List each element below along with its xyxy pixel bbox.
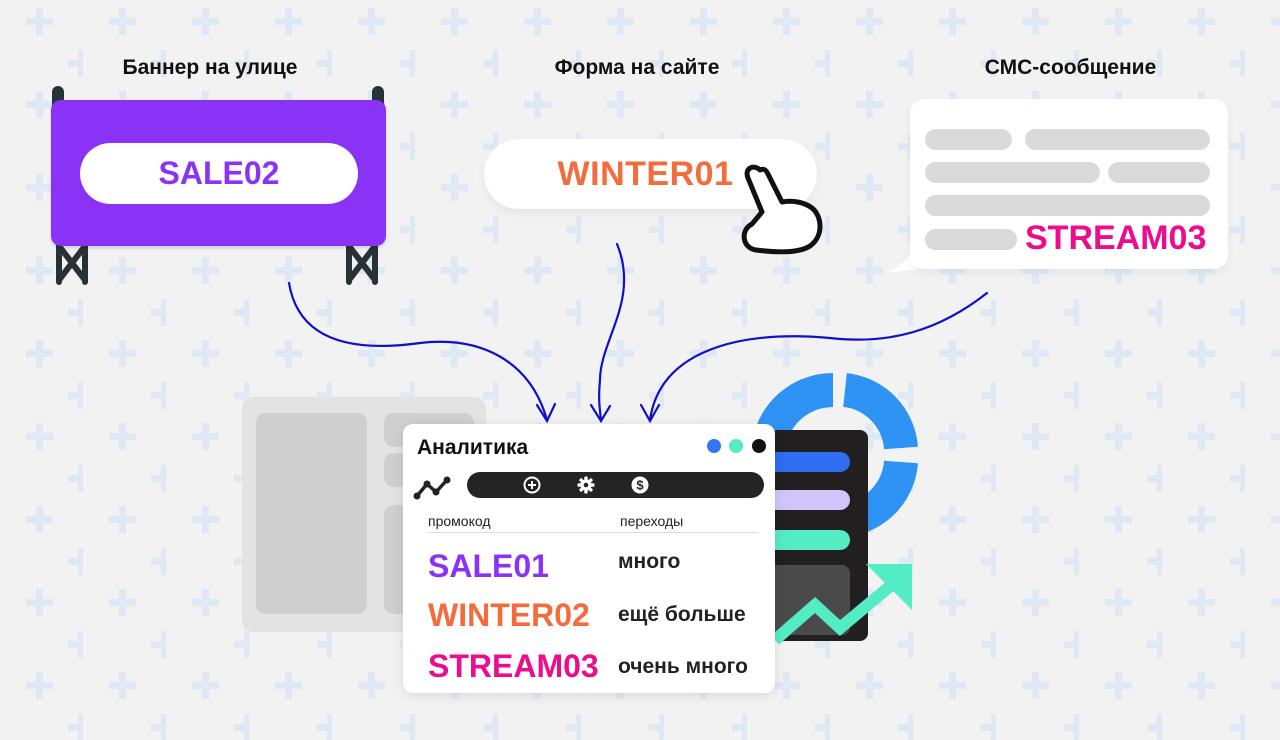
window-dot-black[interactable] bbox=[752, 439, 766, 453]
sms-text-placeholder bbox=[925, 195, 1210, 216]
analytics-window: Аналитика $ промокод переходы bbox=[403, 424, 775, 693]
bar-blue bbox=[770, 452, 850, 472]
column-header-clicks: переходы bbox=[620, 513, 684, 529]
plus-circle-icon[interactable] bbox=[522, 475, 542, 495]
window-dot-blue[interactable] bbox=[707, 439, 721, 453]
banner-board: SALE02 bbox=[51, 100, 386, 246]
caption-sms: СМС-сообщение bbox=[984, 56, 1157, 79]
analytics-toolbar: $ bbox=[467, 472, 764, 498]
gear-icon[interactable] bbox=[576, 475, 596, 495]
sms-text-placeholder bbox=[925, 229, 1017, 250]
row-clicks-value: ещё больше bbox=[618, 603, 746, 626]
sms-text-placeholder bbox=[1108, 162, 1210, 183]
bar-lavender bbox=[770, 490, 850, 510]
analytics-title: Аналитика bbox=[417, 436, 529, 459]
column-header-promo-code: промокод bbox=[428, 513, 491, 529]
sms-bubble: STREAM03 bbox=[910, 99, 1228, 269]
trend-up-arrow-icon bbox=[771, 564, 912, 645]
placeholder-block bbox=[256, 413, 367, 614]
sms-text-placeholder bbox=[1025, 129, 1210, 150]
svg-text:$: $ bbox=[636, 478, 644, 493]
banner-promo-code: SALE02 bbox=[80, 143, 358, 204]
dollar-icon[interactable]: $ bbox=[630, 475, 650, 495]
sms-text-placeholder bbox=[925, 129, 1012, 150]
pointing-hand-icon bbox=[741, 164, 823, 255]
row-promo-code: WINTER02 bbox=[428, 597, 590, 633]
row-promo-code: STREAM03 bbox=[428, 648, 599, 684]
row-clicks-value: много bbox=[618, 550, 681, 573]
header-divider bbox=[428, 532, 758, 533]
web-form-promo-code: WINTER01 bbox=[557, 154, 734, 193]
row-promo-code: SALE01 bbox=[428, 548, 549, 584]
sms-text-placeholder bbox=[925, 162, 1100, 183]
caption-web-form: Форма на сайте bbox=[554, 56, 720, 79]
caption-street-banner: Баннер на улице bbox=[122, 56, 298, 79]
window-dot-mint[interactable] bbox=[729, 439, 743, 453]
sms-promo-code: STREAM03 bbox=[1025, 219, 1207, 257]
row-clicks-value: очень много bbox=[618, 655, 748, 678]
line-chart-icon[interactable] bbox=[412, 474, 452, 502]
banner-leg-left-icon bbox=[56, 244, 88, 285]
banner-leg-right-icon bbox=[346, 244, 378, 285]
bar-mint bbox=[770, 530, 850, 550]
